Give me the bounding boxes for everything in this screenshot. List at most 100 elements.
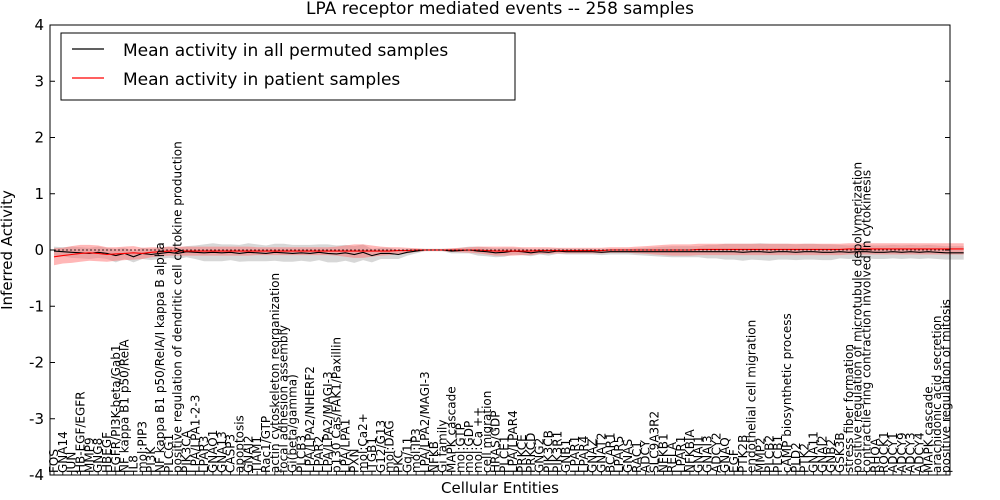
x-tick-label: PTK2B: [736, 435, 750, 473]
legend-label-permuted: Mean activity in all permuted samples: [123, 41, 448, 61]
x-tick-label: Rac1/GTP: [259, 416, 273, 473]
y-tick-label: 2: [34, 129, 44, 147]
x-tick-label: GNAI2: [815, 435, 829, 473]
x-tick-label: GNAQ: [718, 437, 732, 473]
x-tick-label: p130 Cas/FAK1/Paxillin: [330, 337, 344, 473]
y-tick-label: 4: [34, 16, 44, 34]
x-tick-label: HRAS/GDP: [489, 410, 503, 473]
x-tick-label: TIAM1: [250, 436, 264, 474]
x-tick-label: NF kappa B1 p50/RelA/I kappa B alpha: [153, 242, 167, 473]
x-tick-label: NFKBIA: [683, 428, 697, 473]
x-tick-label: HBEGF: [100, 432, 114, 473]
x-tick-label: MMP9: [82, 437, 96, 473]
x-tick-label: PI3K: [144, 446, 158, 473]
x-tick-label: NFKB: [427, 441, 441, 473]
x-tick-label: G12/G13: [374, 420, 388, 473]
x-tick-label: positive regulation of mitosis: [939, 299, 953, 473]
x-tick-label: PRKCD: [524, 433, 538, 473]
x-tick-label: PLCE1: [497, 435, 511, 473]
y-tick-label: -3: [29, 410, 44, 428]
x-tick-label: mol:DAG: [383, 420, 397, 473]
x-tick-label: PLCB3: [294, 435, 308, 473]
x-tick-label: GNAI1: [692, 435, 706, 473]
x-tick-label: HB-EGF/EGFR: [74, 391, 88, 473]
x-tick-label: GNA13: [215, 431, 229, 473]
x-tick-label: apoptosis: [233, 415, 247, 473]
y-tick-label: -4: [29, 466, 44, 484]
x-tick-label: MAPK cascade: [444, 386, 458, 473]
x-tick-label: focal adhesion assembly: [277, 325, 291, 473]
x-tick-label: LPAR5: [612, 436, 626, 473]
legend-label-patient: Mean activity in patient samples: [123, 70, 400, 90]
x-tick-label: PIK3CA: [180, 429, 194, 473]
chart-title: LPA receptor mediated events -- 258 samp…: [306, 0, 694, 19]
x-tick-label: GNAS: [621, 439, 635, 473]
legend-box: [60, 32, 516, 101]
x-tick-label: LPAR3: [197, 436, 211, 473]
x-tick-label: SLC9A3R2: [648, 411, 662, 473]
y-tick-label: -1: [29, 297, 44, 315]
x-tick-label: Gi family: [436, 420, 450, 473]
axes-frame: [49, 24, 951, 476]
x-tick-labels: FOSGNA14JUNHB-EGF/EGFRMMP9GNG8HBEGFEGFR/…: [47, 141, 953, 475]
x-tick-label: stress fiber formation: [842, 344, 856, 473]
x-tick-label: GNAI2: [241, 435, 255, 473]
series-line-1: [53, 248, 964, 258]
x-tick-label: RELA: [665, 441, 679, 473]
x-tick-label: cAMP biosynthetic process: [780, 313, 794, 473]
y-tick-label: 3: [34, 72, 44, 90]
x-tick-label: LPA/LPA1-2-3: [188, 395, 202, 473]
x-tick-label: actin cytoskeleton reorganization: [268, 273, 282, 473]
x-tick-label: PXN: [347, 449, 361, 473]
x-tick-label: GNA11: [807, 431, 821, 473]
x-tick-label: mol:GTP: [453, 423, 467, 473]
x-tick-label: PLCB1: [771, 435, 785, 473]
x-tick-label: CASP3: [224, 434, 238, 473]
x-tick-label: ADCY9: [895, 432, 909, 473]
x-tick-label: GSK3B: [833, 432, 847, 473]
x-tick-label: LPAR4: [577, 436, 591, 473]
x-tick-label: GNAZ: [586, 438, 600, 473]
x-tick-label: EGF: [727, 449, 741, 473]
x-tick-label: LPA/LPA2/MAGI-3: [321, 371, 335, 473]
x-tick-label: NFKB1: [656, 433, 670, 473]
x-tick-label: LPAR2: [312, 436, 326, 473]
x-tick-label: ADCY3: [904, 432, 918, 473]
x-tick-label: RHOA: [868, 437, 882, 473]
x-tick-label: PKC: [391, 450, 405, 473]
x-tick-label: PTK2: [798, 443, 812, 473]
x-tick-label: Gq/11: [400, 437, 414, 473]
x-tick-label: LPA/LPA2/NHERF2: [303, 366, 317, 473]
x-tick-label: GNG8: [91, 438, 105, 473]
x-tick-label: GNG2: [533, 438, 547, 473]
legend: Mean activity in all permuted samples Me…: [60, 32, 516, 101]
x-tick-label: positive regulation of microtubule depol…: [851, 162, 865, 473]
x-tick-label: positive regulation of dendritic cell cy…: [171, 141, 185, 473]
x-tick-label: RAC1: [630, 441, 644, 473]
x-tick-label: PLCG1: [162, 434, 176, 473]
series-line-0: [53, 249, 964, 258]
x-tick-label: MAPK cascade: [921, 386, 935, 473]
y-tick-label: 1: [34, 185, 44, 203]
x-tick-label: mol:PIP3: [135, 421, 149, 473]
x-tick-label: GNAO1: [206, 430, 220, 473]
x-tick-label: mol:Ca2+: [356, 413, 370, 473]
x-tick-label: ADCY1: [886, 432, 900, 473]
x-tick-label: MMP2: [754, 437, 768, 473]
y-tick-label: -2: [29, 354, 44, 372]
series-band-1: [54, 243, 964, 266]
x-tick-label: JUN: [65, 452, 79, 474]
x-tick-label: LPA/LPA1: [338, 419, 352, 473]
x-tick-label: ADCY: [639, 439, 653, 473]
x-tick-label: PRKCE: [515, 434, 529, 473]
x-tick-label: ROCK1: [877, 431, 891, 473]
x-tick-label: GNB1: [559, 439, 573, 473]
x-tick-label: cell migration: [480, 391, 494, 473]
x-tick-label: ADCY4: [913, 432, 927, 473]
x-tick-label: GNA14: [56, 431, 70, 473]
x-tick-label: LPA/LPA2/MAGI-3: [418, 371, 432, 473]
x-tick-label: BCAR1: [603, 432, 617, 473]
x-tick-label: contractile ring contraction involved in…: [860, 170, 874, 473]
plot-layer: [50, 243, 964, 266]
